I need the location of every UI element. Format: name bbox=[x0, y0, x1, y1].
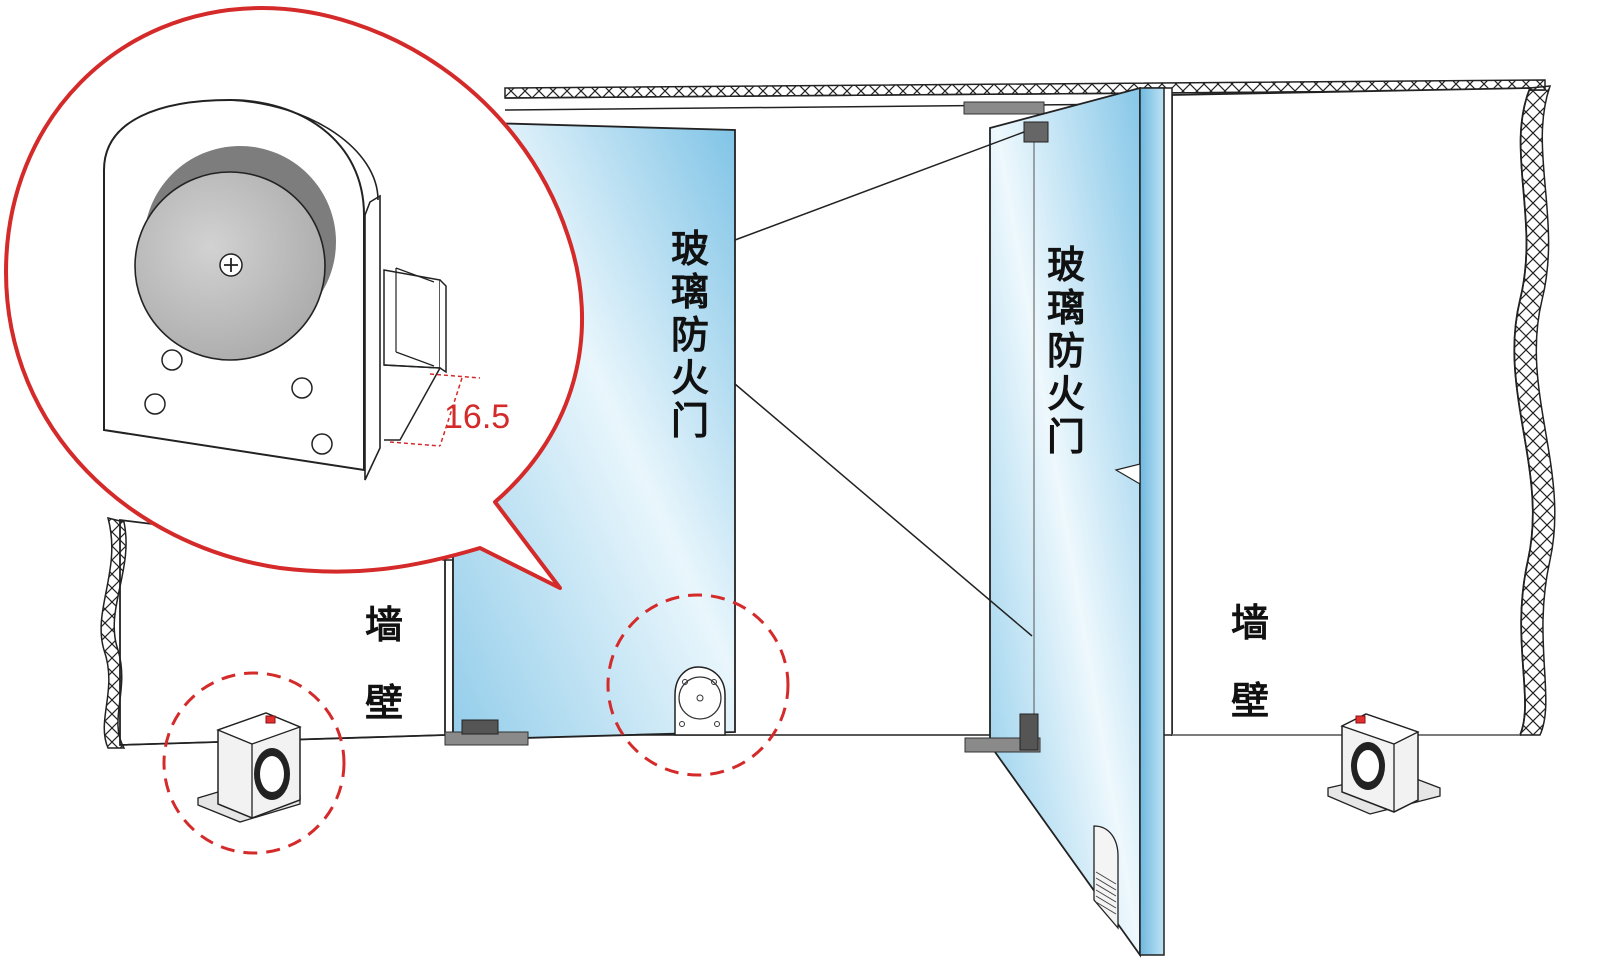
wall-label-right: 墙 壁 bbox=[1231, 601, 1269, 723]
door-label-left-char: 门 bbox=[671, 399, 709, 443]
door-label-right-char: 璃 bbox=[1047, 286, 1085, 330]
door-armature-plate-icon bbox=[1093, 825, 1119, 930]
door-label-right-char: 火 bbox=[1047, 372, 1085, 416]
door-label-right-char: 玻 bbox=[1047, 243, 1085, 287]
door-label-right-char: 防 bbox=[1047, 329, 1085, 373]
door-label-right-char: 门 bbox=[1047, 415, 1085, 459]
right-glass-door bbox=[964, 86, 1165, 958]
wall-label-left-char: 壁 bbox=[365, 681, 403, 725]
wall-label-left-char: 墙 bbox=[365, 603, 403, 647]
dimension-marker: 16.5 bbox=[389, 373, 510, 447]
dimension-label: 16.5 bbox=[444, 398, 510, 436]
door-label-left-char: 玻 bbox=[671, 227, 709, 271]
right-wall-hatched-edge bbox=[1513, 85, 1556, 736]
door-label-left-char: 防 bbox=[671, 313, 709, 357]
door-label-left-char: 璃 bbox=[671, 270, 709, 314]
detail-circles bbox=[162, 593, 790, 855]
floor-mounted-door-magnet-icon bbox=[1327, 713, 1441, 815]
wall-label-right-char: 墙 bbox=[1231, 601, 1269, 645]
door-label-left: 玻 璃 防 火 门 bbox=[671, 227, 709, 443]
door-armature-plate-icon bbox=[674, 666, 726, 736]
floor-mounted-door-magnet-icon bbox=[197, 712, 302, 823]
wall-label-right-char: 壁 bbox=[1231, 679, 1269, 723]
leader-lines bbox=[734, 131, 1033, 637]
wall-label-left: 墙 壁 bbox=[365, 603, 403, 725]
detail-circle-floor-magnet-left bbox=[162, 671, 346, 855]
door-label-right: 玻 璃 防 火 门 bbox=[1047, 243, 1085, 459]
door-label-left-char: 火 bbox=[671, 356, 709, 400]
detail-circle-door-plate bbox=[606, 593, 790, 777]
left-wall-hatched-edge bbox=[100, 516, 127, 749]
electromagnetic-door-holder-icon bbox=[103, 98, 447, 481]
